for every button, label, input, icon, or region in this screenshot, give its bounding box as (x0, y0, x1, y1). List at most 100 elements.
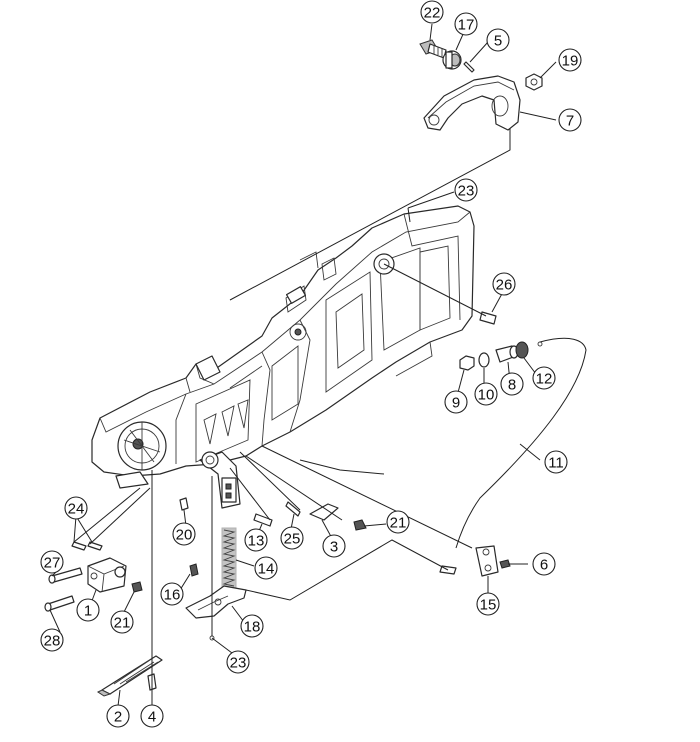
callout-c20: 20 (172, 522, 196, 546)
callout-number: 8 (508, 377, 516, 394)
callout-number: 22 (424, 5, 441, 22)
callout-number: 12 (536, 371, 553, 388)
callout-c12: 12 (532, 366, 556, 390)
callout-c8: 8 (500, 372, 524, 396)
callout-c16: 16 (160, 582, 184, 606)
pins-24 (71, 541, 103, 551)
callout-c6: 6 (532, 552, 556, 576)
callout-number: 15 (480, 597, 497, 614)
callout-c5: 5 (486, 28, 510, 52)
callout-c23a: 23 (454, 178, 478, 202)
washer-10 (478, 352, 490, 368)
callout-c17: 17 (454, 12, 478, 36)
callout-circle (110, 610, 134, 634)
callout-c25: 25 (280, 526, 304, 550)
callout-c3: 3 (322, 534, 346, 558)
callout-circle (532, 552, 556, 576)
pin-5 (463, 61, 475, 73)
callout-number: 13 (248, 533, 265, 550)
callout-circle (140, 704, 164, 728)
callout-c21a: 21 (386, 510, 410, 534)
callout-circle (454, 12, 478, 36)
callout-circle (226, 650, 250, 674)
callout-number: 18 (244, 619, 261, 636)
callout-c28: 28 (40, 628, 64, 652)
callout-circle (244, 528, 268, 552)
callout-number: 19 (562, 53, 579, 70)
callout-number: 2 (114, 709, 122, 726)
nut-9 (459, 355, 475, 371)
callout-number: 25 (284, 531, 301, 548)
pin-13 (253, 513, 273, 527)
callout-circle (454, 178, 478, 202)
collar-17 (442, 50, 462, 70)
roller-8 (495, 345, 519, 363)
callout-c21b: 21 (110, 610, 134, 634)
callout-circle (76, 598, 100, 622)
callout-number: 27 (44, 555, 61, 572)
callout-c23b: 23 (226, 650, 250, 674)
leader-lines (49, 23, 557, 707)
block-1 (87, 557, 127, 593)
callout-number: 21 (114, 615, 131, 632)
callout-circle (532, 366, 556, 390)
pin-20 (179, 497, 189, 511)
callout-c22a: 22 (420, 0, 444, 24)
spring-14 (221, 527, 237, 589)
callout-circle (544, 450, 568, 474)
callout-c24: 24 (64, 496, 88, 520)
screw-22 (419, 39, 447, 59)
callout-c27: 27 (40, 550, 64, 574)
callout-circle (40, 628, 64, 652)
spring-12 (515, 341, 529, 359)
screw-6 (499, 559, 511, 569)
screw-21-left (131, 581, 143, 593)
callout-c11: 11 (544, 450, 568, 474)
callout-circle (558, 48, 582, 72)
callout-number: 9 (452, 395, 460, 412)
callout-c26: 26 (492, 272, 516, 296)
callout-circle (558, 108, 582, 132)
callout-circle (64, 496, 88, 520)
callout-c7: 7 (558, 108, 582, 132)
callout-c14: 14 (254, 556, 278, 580)
callout-number: 23 (230, 655, 247, 672)
callout-circle (322, 534, 346, 558)
callout-c4: 4 (140, 704, 164, 728)
cam-3 (309, 503, 339, 521)
callout-c9: 9 (444, 390, 468, 414)
pin-25 (285, 501, 301, 517)
callout-circle (40, 550, 64, 574)
callout-c18: 18 (240, 614, 264, 638)
screw-21-right (353, 519, 367, 531)
callout-circle (160, 582, 184, 606)
callout-number: 1 (84, 603, 92, 620)
bracket-assembly (199, 451, 241, 509)
callout-circle (492, 272, 516, 296)
pin-27 (48, 567, 83, 584)
callout-number: 11 (548, 455, 564, 472)
lever-part-7 (423, 75, 521, 131)
callout-circle (254, 556, 278, 580)
callout-number: 26 (496, 277, 513, 294)
callout-number: 4 (148, 709, 156, 726)
lever-18 (185, 585, 247, 619)
callout-circle (476, 592, 500, 616)
callout-number: 23 (458, 183, 475, 200)
callout-c13: 13 (244, 528, 268, 552)
plate-15 (475, 545, 499, 577)
feeder-frame (91, 205, 475, 489)
callout-number: 7 (566, 113, 574, 130)
callout-number: 10 (478, 387, 495, 404)
callout-circle (420, 0, 444, 24)
callout-number: 24 (68, 501, 85, 518)
callout-c15: 15 (476, 592, 500, 616)
callout-circle (240, 614, 264, 638)
callout-c10: 10 (474, 382, 498, 406)
callout-number: 20 (176, 527, 193, 544)
callout-circle (280, 526, 304, 550)
callout-circle (386, 510, 410, 534)
callout-circle (486, 28, 510, 52)
